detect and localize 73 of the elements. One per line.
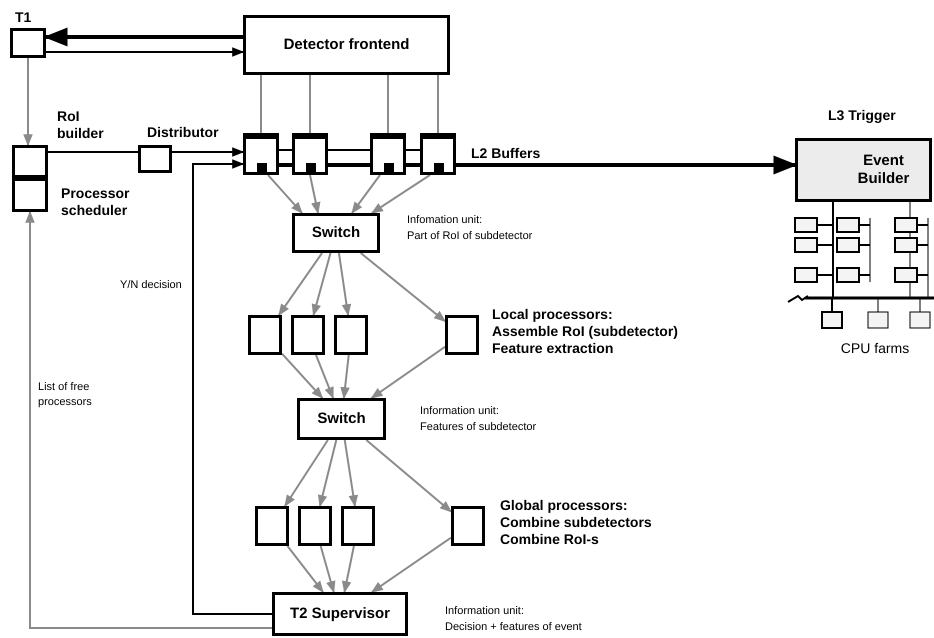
buffer-box (243, 133, 279, 175)
buffer-box (292, 133, 328, 175)
processor-box (298, 506, 332, 546)
connector-line (260, 75, 262, 133)
arrow (286, 545, 324, 593)
arrow (360, 252, 446, 322)
arrow (351, 174, 381, 214)
arrow (344, 440, 358, 508)
arrow (318, 440, 338, 508)
processor-box (291, 315, 325, 355)
connector-line (437, 75, 439, 133)
node-label: RoI builder (57, 108, 105, 142)
node-label: Event Builder (856, 152, 910, 188)
connector-line (279, 149, 292, 151)
connector-line (309, 75, 311, 133)
connector-line (328, 149, 370, 151)
node-label: L3 Trigger (828, 107, 897, 124)
arrow (284, 439, 329, 507)
connector-line (328, 163, 370, 167)
arrow (371, 174, 431, 214)
arrow (338, 252, 352, 316)
node-caption: L2 Buffers (471, 145, 542, 162)
arrow (267, 174, 303, 214)
arrow (340, 354, 350, 400)
node-caption: Infomation unit: (407, 213, 484, 228)
arrow (315, 354, 334, 400)
connector-line (387, 75, 389, 133)
arrow (25, 210, 272, 629)
node-label: Processor scheduler (61, 185, 130, 219)
arrow (366, 439, 452, 512)
node-caption: Features of subdetector (420, 420, 538, 435)
node-caption: Global processors: (500, 497, 629, 514)
buffer-box (370, 133, 406, 175)
arrow (342, 546, 355, 594)
node-caption: Information unit: (420, 404, 500, 419)
node-label: T1 (15, 9, 32, 26)
node-label: Detector frontend (282, 36, 410, 54)
node-label: Switch (310, 224, 362, 242)
node-label: Switch (316, 410, 367, 428)
arrow (281, 353, 324, 399)
arrow (172, 147, 244, 157)
arrow (370, 346, 446, 399)
connector-line (48, 151, 138, 153)
node-caption: Combine RoI-s (500, 531, 600, 548)
processor-box (248, 315, 282, 355)
arrow (320, 546, 336, 594)
arrow (23, 58, 33, 146)
node-caption: Feature extraction (492, 340, 614, 357)
node-label: Distributor (147, 124, 220, 141)
node-label: T2 Supervisor (288, 605, 392, 623)
node-caption: Assemble RoI (subdetector) (492, 323, 679, 340)
connector-line (279, 163, 292, 167)
node-caption: Information unit: (445, 604, 525, 619)
edge-label: Y/N decision (120, 278, 183, 293)
node-caption: Part of RoI of subdetector (407, 229, 534, 244)
arrow (278, 252, 323, 316)
arrow (309, 174, 320, 214)
connector-line (406, 149, 420, 151)
arrow (312, 252, 332, 316)
arrow (192, 159, 272, 615)
arrow (456, 155, 798, 175)
cpu-farm-label: CPU farms (840, 340, 910, 357)
node-caption: Combine subdetectors (500, 514, 653, 531)
arrow (46, 47, 244, 57)
arrow (371, 536, 452, 593)
processor-box (255, 506, 289, 546)
process-box (243, 15, 450, 75)
processor-box (341, 506, 375, 546)
processor-box (334, 315, 368, 355)
node-caption: Decision + features of event (445, 620, 583, 635)
node-caption: Local processors: (492, 306, 614, 323)
connector-line (406, 163, 420, 167)
edge-label: List of free processors (38, 380, 93, 410)
